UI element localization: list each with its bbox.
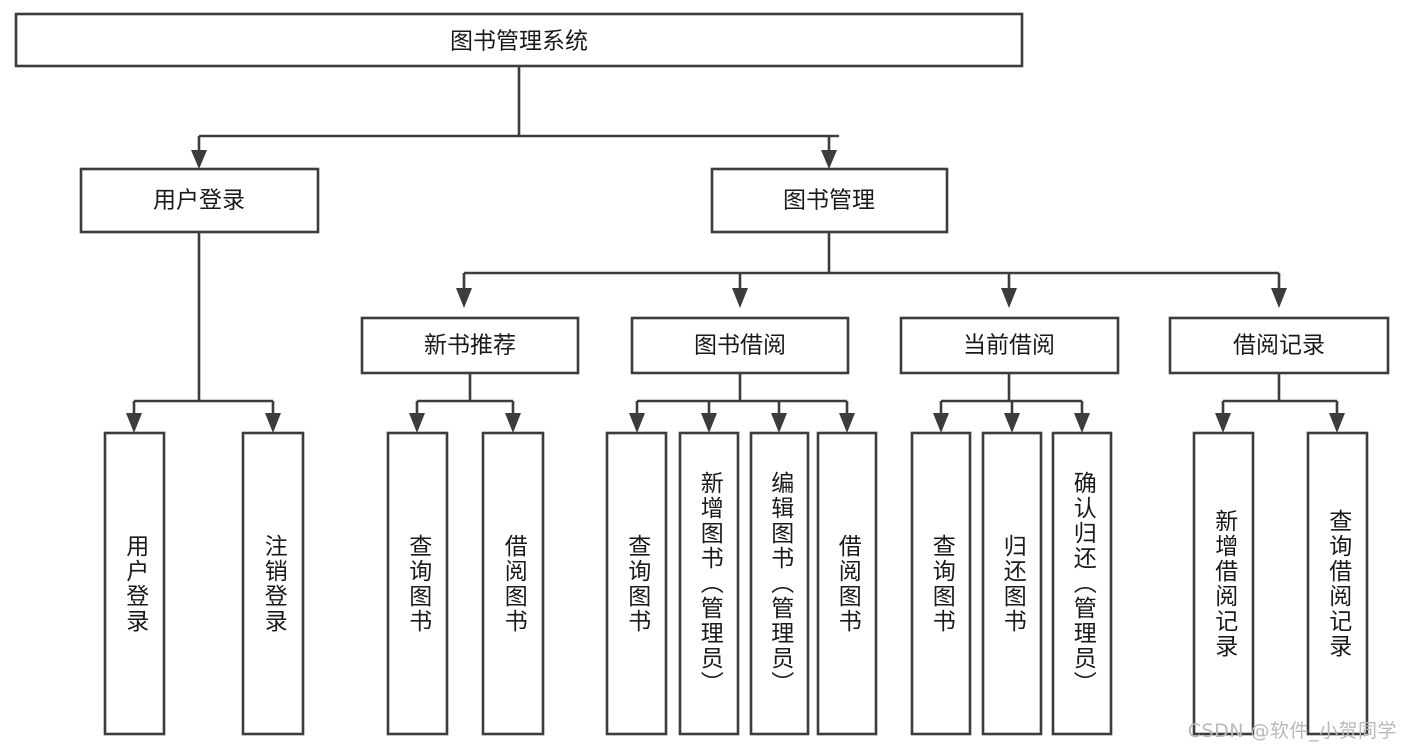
leaf-login-0[interactable] [103,431,166,736]
leaf-borrow-2[interactable] [749,431,810,736]
connector-login-to-leaves [126,232,281,433]
csdn-watermark: CSDN @软件_小贺同学 [1187,720,1397,742]
node-records[interactable]: 借阅记录 [1168,316,1390,375]
node-borrow-label: 图书借阅 [694,333,786,359]
node-login[interactable]: 用户登录 [79,167,320,234]
leaf-records-0[interactable] [1192,431,1255,736]
leaf-current-0[interactable] [910,431,972,736]
node-newbook[interactable]: 新书推荐 [360,316,580,375]
leaf-borrow-1[interactable] [678,431,740,736]
node-bookmgmt[interactable]: 图书管理 [710,167,949,234]
connector-bookmgmt-to-level3 [456,232,1287,308]
leaf-records-1[interactable] [1306,431,1369,736]
leaf-newbook-0[interactable] [386,431,449,736]
connector-current-to-leaves [933,373,1090,433]
connector-newbook-to-leaves [409,373,521,433]
leaf-current-2[interactable] [1051,431,1113,736]
node-records-label: 借阅记录 [1233,333,1325,359]
node-root[interactable]: 图书管理系统 [14,12,1024,68]
connector-root-to-level2 [191,66,839,169]
leaf-current-1[interactable] [981,431,1043,736]
connector-records-to-leaves [1215,373,1345,433]
leaf-borrow-0[interactable] [605,431,668,736]
node-current[interactable]: 当前借阅 [899,316,1120,375]
node-root-label: 图书管理系统 [450,29,588,55]
connector-borrow-to-leaves [629,373,855,433]
node-login-label: 用户登录 [153,188,245,214]
leaf-login-1[interactable] [241,431,305,736]
leaf-newbook-1[interactable] [481,431,545,736]
node-bookmgmt-label: 图书管理 [783,188,875,214]
node-current-label: 当前借阅 [963,333,1055,359]
leaf-borrow-3[interactable] [816,431,878,736]
node-borrow[interactable]: 图书借阅 [630,316,850,375]
node-newbook-label: 新书推荐 [424,333,516,359]
